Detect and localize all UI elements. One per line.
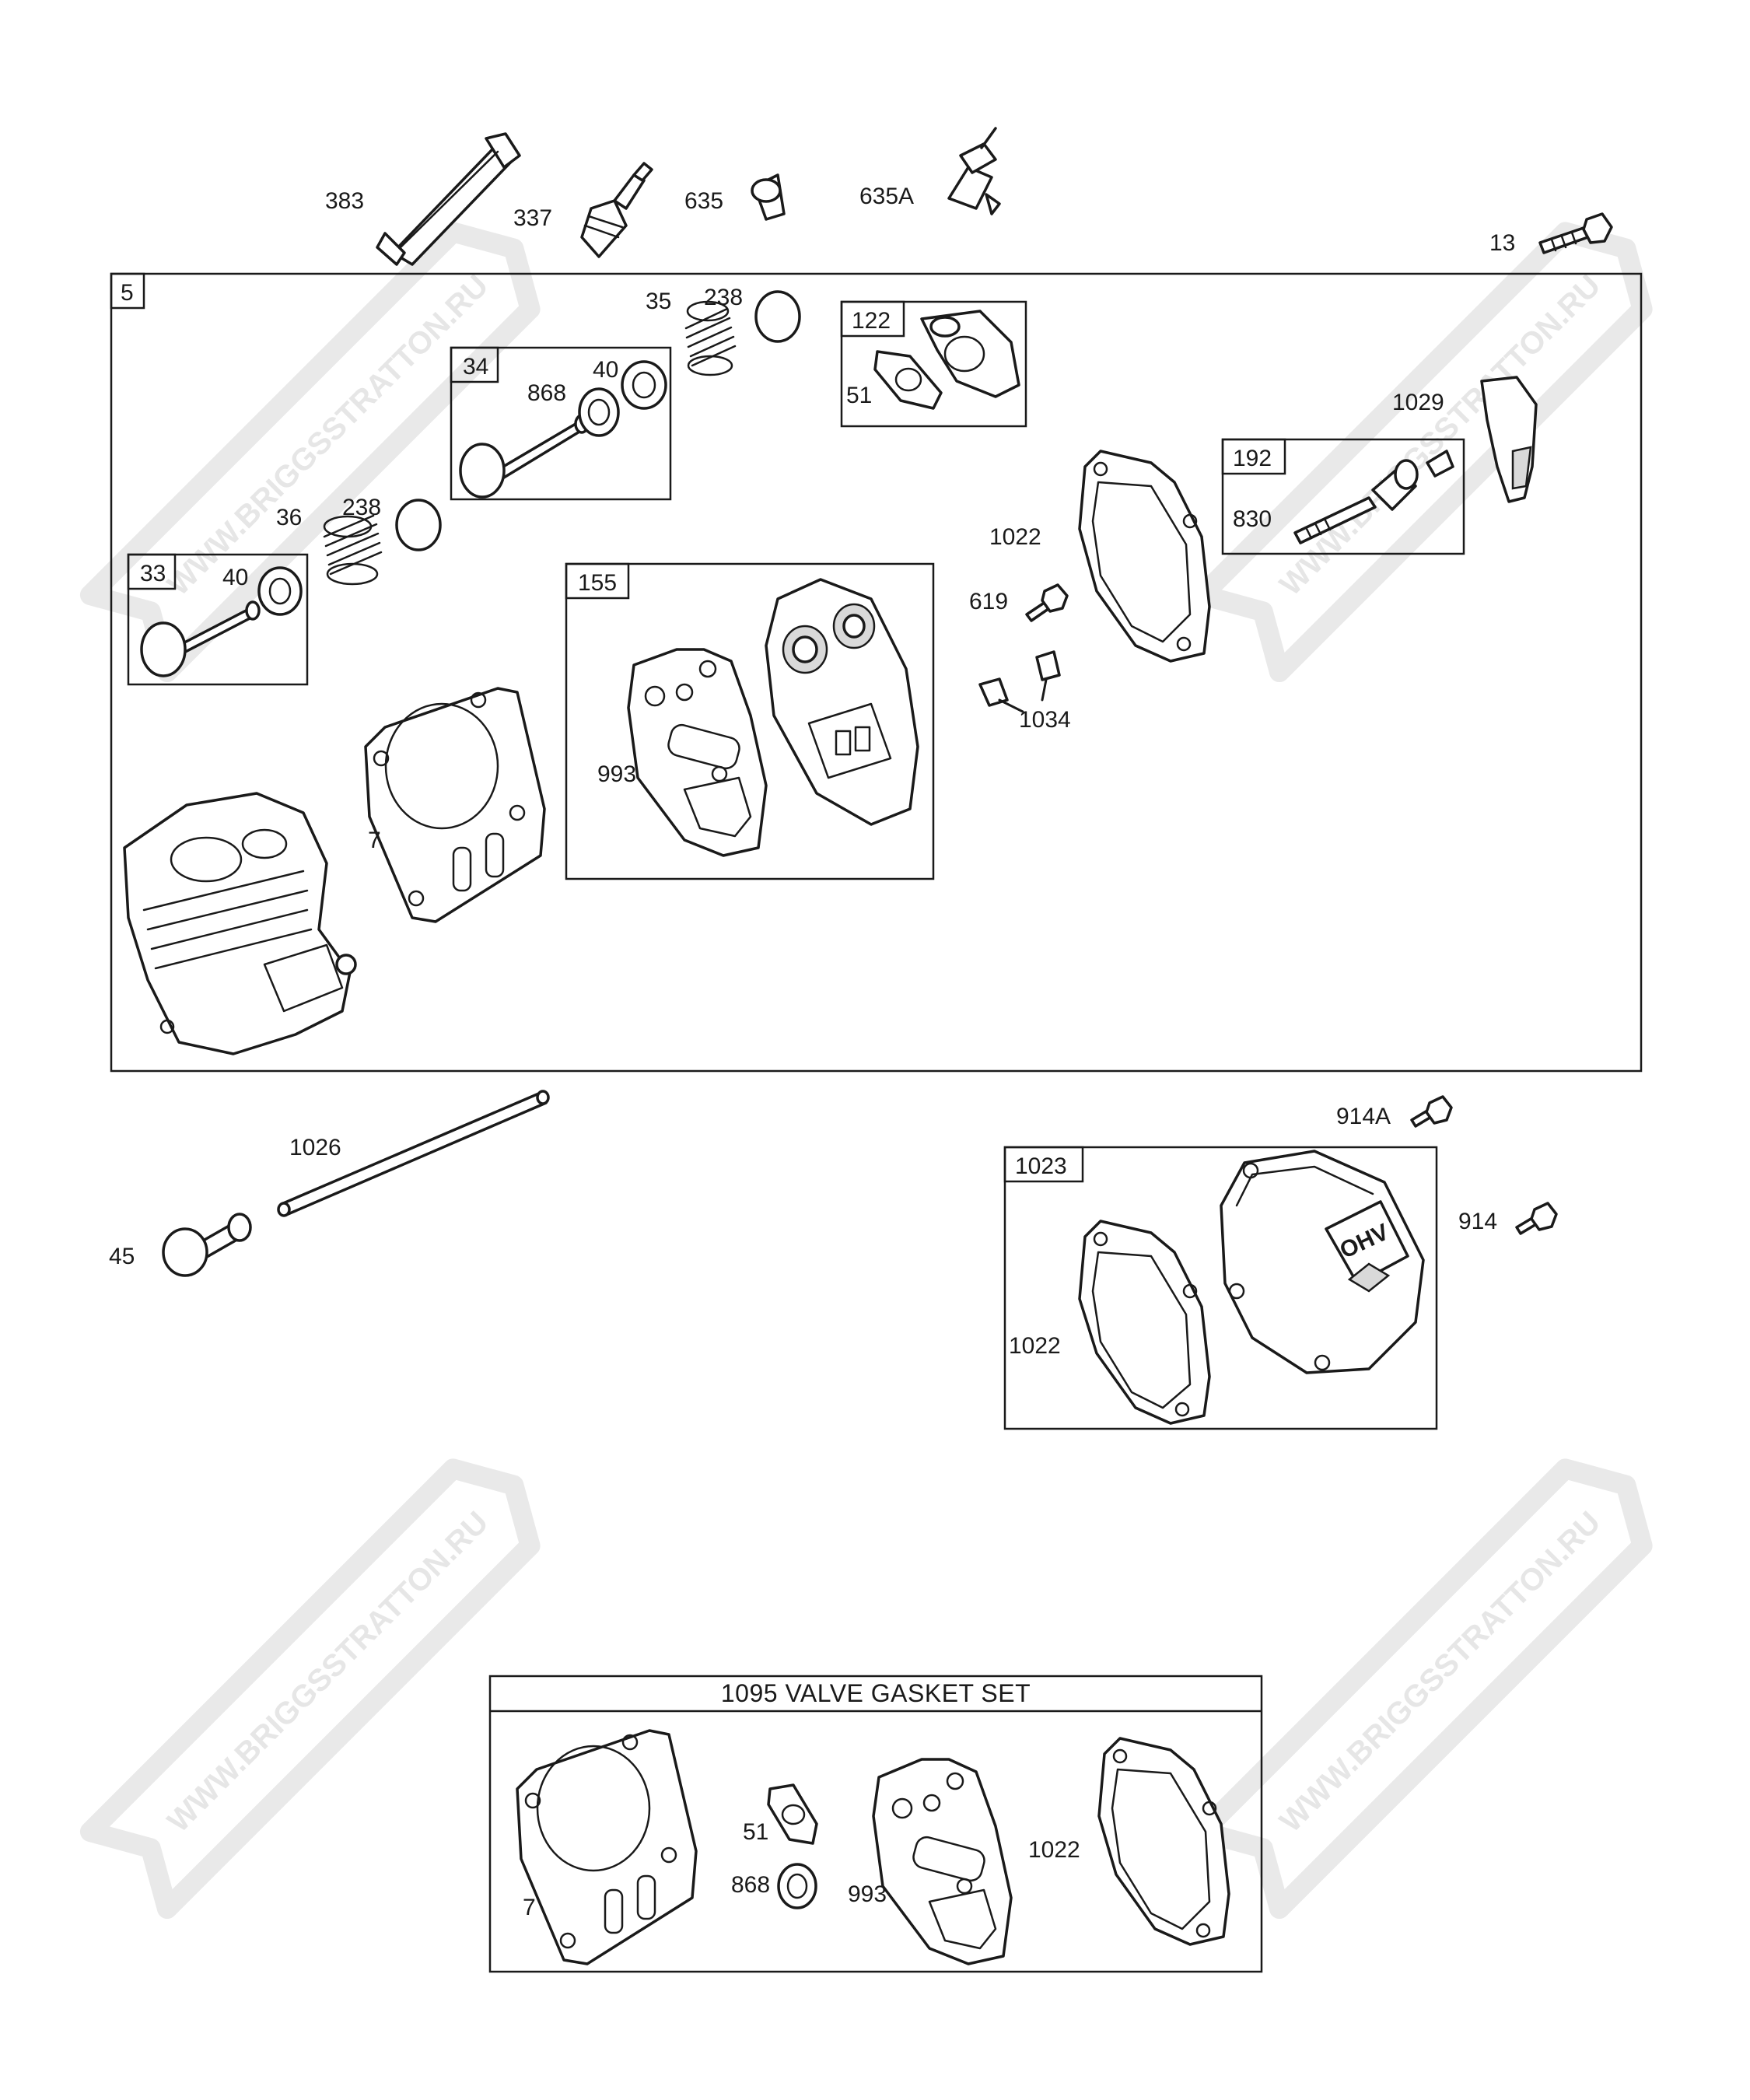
valve-seal-868-part: [578, 387, 620, 437]
callout-635a: 635A: [859, 184, 914, 209]
callout-914: 914: [1458, 1209, 1497, 1234]
rocker-cover-gasket-1022-part: [1078, 450, 1211, 663]
frame-label-5: 5: [121, 280, 134, 306]
cylinder-head-assembly-frame: [110, 272, 1643, 1073]
retainer-40b-part: [257, 566, 303, 616]
set-seal-868-inner: [786, 1873, 808, 1899]
set-seal-868-part: [777, 1863, 817, 1909]
kit-label-34: 34: [463, 354, 488, 380]
set-callout-993: 993: [848, 1881, 887, 1907]
callout-40: 40: [593, 357, 618, 383]
screw-914a-part: [1410, 1095, 1453, 1128]
breather-plate-part: [765, 578, 919, 826]
tappet-45-part: [162, 1213, 252, 1277]
frame-label-box: [110, 272, 145, 310]
kit-label-1023: 1023: [1015, 1153, 1067, 1179]
rocker-arm-1029-part: [1480, 376, 1538, 503]
callout-1029: 1029: [1392, 390, 1444, 415]
watermark-text: WWW.BRIGGSSTRATTON.RU: [1273, 268, 1607, 602]
callout-635: 635: [684, 188, 723, 214]
callout-868: 868: [527, 380, 566, 406]
gasket-51-part: [873, 350, 943, 410]
spark-plug-boot-part: [751, 173, 786, 221]
kit-label-box: [1003, 1146, 1084, 1183]
callout-45: 45: [109, 1244, 135, 1269]
watermark-text: WWW.BRIGGSSTRATTON.RU: [1273, 1505, 1607, 1839]
callout-830: 830: [1233, 506, 1272, 532]
valve-spring-36-part: [323, 514, 383, 586]
callout-1022b: 1022: [1009, 1333, 1061, 1359]
rocker-cover-gasket-1022b-part: [1078, 1220, 1211, 1425]
kit-label-box: [127, 553, 177, 590]
callout-383: 383: [325, 188, 364, 214]
exhaust-valve-part: [459, 414, 590, 499]
kit-label-33: 33: [140, 561, 166, 586]
callout-36: 36: [276, 505, 302, 530]
callout-7: 7: [368, 828, 381, 853]
callout-993: 993: [597, 761, 636, 787]
callout-1022: 1022: [989, 524, 1041, 550]
valve-seal-868-inner: [587, 398, 611, 426]
set-gasket-51-part: [767, 1783, 818, 1845]
spark-plug-part: [580, 162, 653, 258]
set-callout-7: 7: [523, 1895, 536, 1920]
kit-label-box: [565, 562, 630, 600]
callout-914a: 914A: [1336, 1104, 1391, 1129]
watermark-text: WWW.BRIGGSSTRATTON.RU: [161, 268, 495, 602]
valve-gasket-set-title: 1095 VALVE GASKET SET: [721, 1679, 1031, 1707]
retainer-238-part: [754, 290, 801, 343]
set-callout-868: 868: [731, 1872, 770, 1898]
kit-label-122: 122: [852, 308, 891, 334]
set-rocker-gasket-part: [1097, 1737, 1230, 1946]
callout-35: 35: [646, 289, 671, 314]
set-callout-1022: 1022: [1028, 1837, 1080, 1863]
kit-1023-frame: [1003, 1146, 1438, 1430]
callout-40b: 40: [222, 565, 248, 590]
spark-plug-wrench-part: [376, 132, 521, 266]
kit-label-192: 192: [1233, 446, 1272, 471]
watermark-text: WWW.BRIGGSSTRATTON.RU: [161, 1505, 495, 1839]
kit-34-frame: [450, 346, 672, 501]
valve-spring-35-part: [684, 300, 737, 376]
kit-122-frame: [840, 300, 1027, 428]
kit-192-frame: [1221, 438, 1465, 555]
head-gasket-7-part: [364, 687, 546, 923]
callout-13: 13: [1489, 230, 1515, 256]
retainer-40-inner: [632, 371, 656, 399]
retainer-238b-part: [395, 499, 442, 551]
callout-337: 337: [513, 205, 552, 231]
bolt-13-part: [1538, 212, 1613, 254]
callout-1034: 1034: [1019, 707, 1071, 733]
callout-238b: 238: [342, 495, 381, 520]
cylinder-head-casting-part: [123, 792, 357, 1055]
kit-label-box: [450, 346, 499, 383]
kit-33-frame: [127, 553, 309, 686]
kit-label-155: 155: [578, 570, 617, 596]
set-callout-51: 51: [743, 1819, 768, 1845]
rocker-stud-830-part: [1293, 450, 1454, 544]
intake-adapter-part: [920, 310, 1020, 398]
retainer-40-part: [621, 360, 667, 410]
kit-label-box: [1221, 438, 1286, 475]
breather-gasket-993-part: [627, 648, 768, 857]
screw-619-part: [1025, 583, 1069, 622]
callout-238: 238: [704, 285, 743, 310]
clip-1034-part: [978, 650, 1061, 713]
kit-label-box: [840, 300, 905, 338]
spark-plug-boot-a-part: [947, 127, 1001, 215]
callout-1026: 1026: [289, 1135, 341, 1160]
screw-914-part: [1515, 1202, 1558, 1235]
retainer-40b-inner: [268, 577, 292, 605]
rocker-cover-part: OHV: [1220, 1150, 1425, 1374]
callout-51: 51: [846, 383, 872, 408]
callout-619: 619: [969, 589, 1008, 614]
push-rod-1026-part: [277, 1090, 550, 1217]
kit-155-frame: [565, 562, 935, 880]
intake-valve-part: [140, 600, 261, 677]
set-head-gasket-part: [516, 1729, 698, 1965]
valve-gasket-set-frame: [488, 1675, 1263, 1973]
set-breather-gasket-part: [872, 1758, 1013, 1965]
